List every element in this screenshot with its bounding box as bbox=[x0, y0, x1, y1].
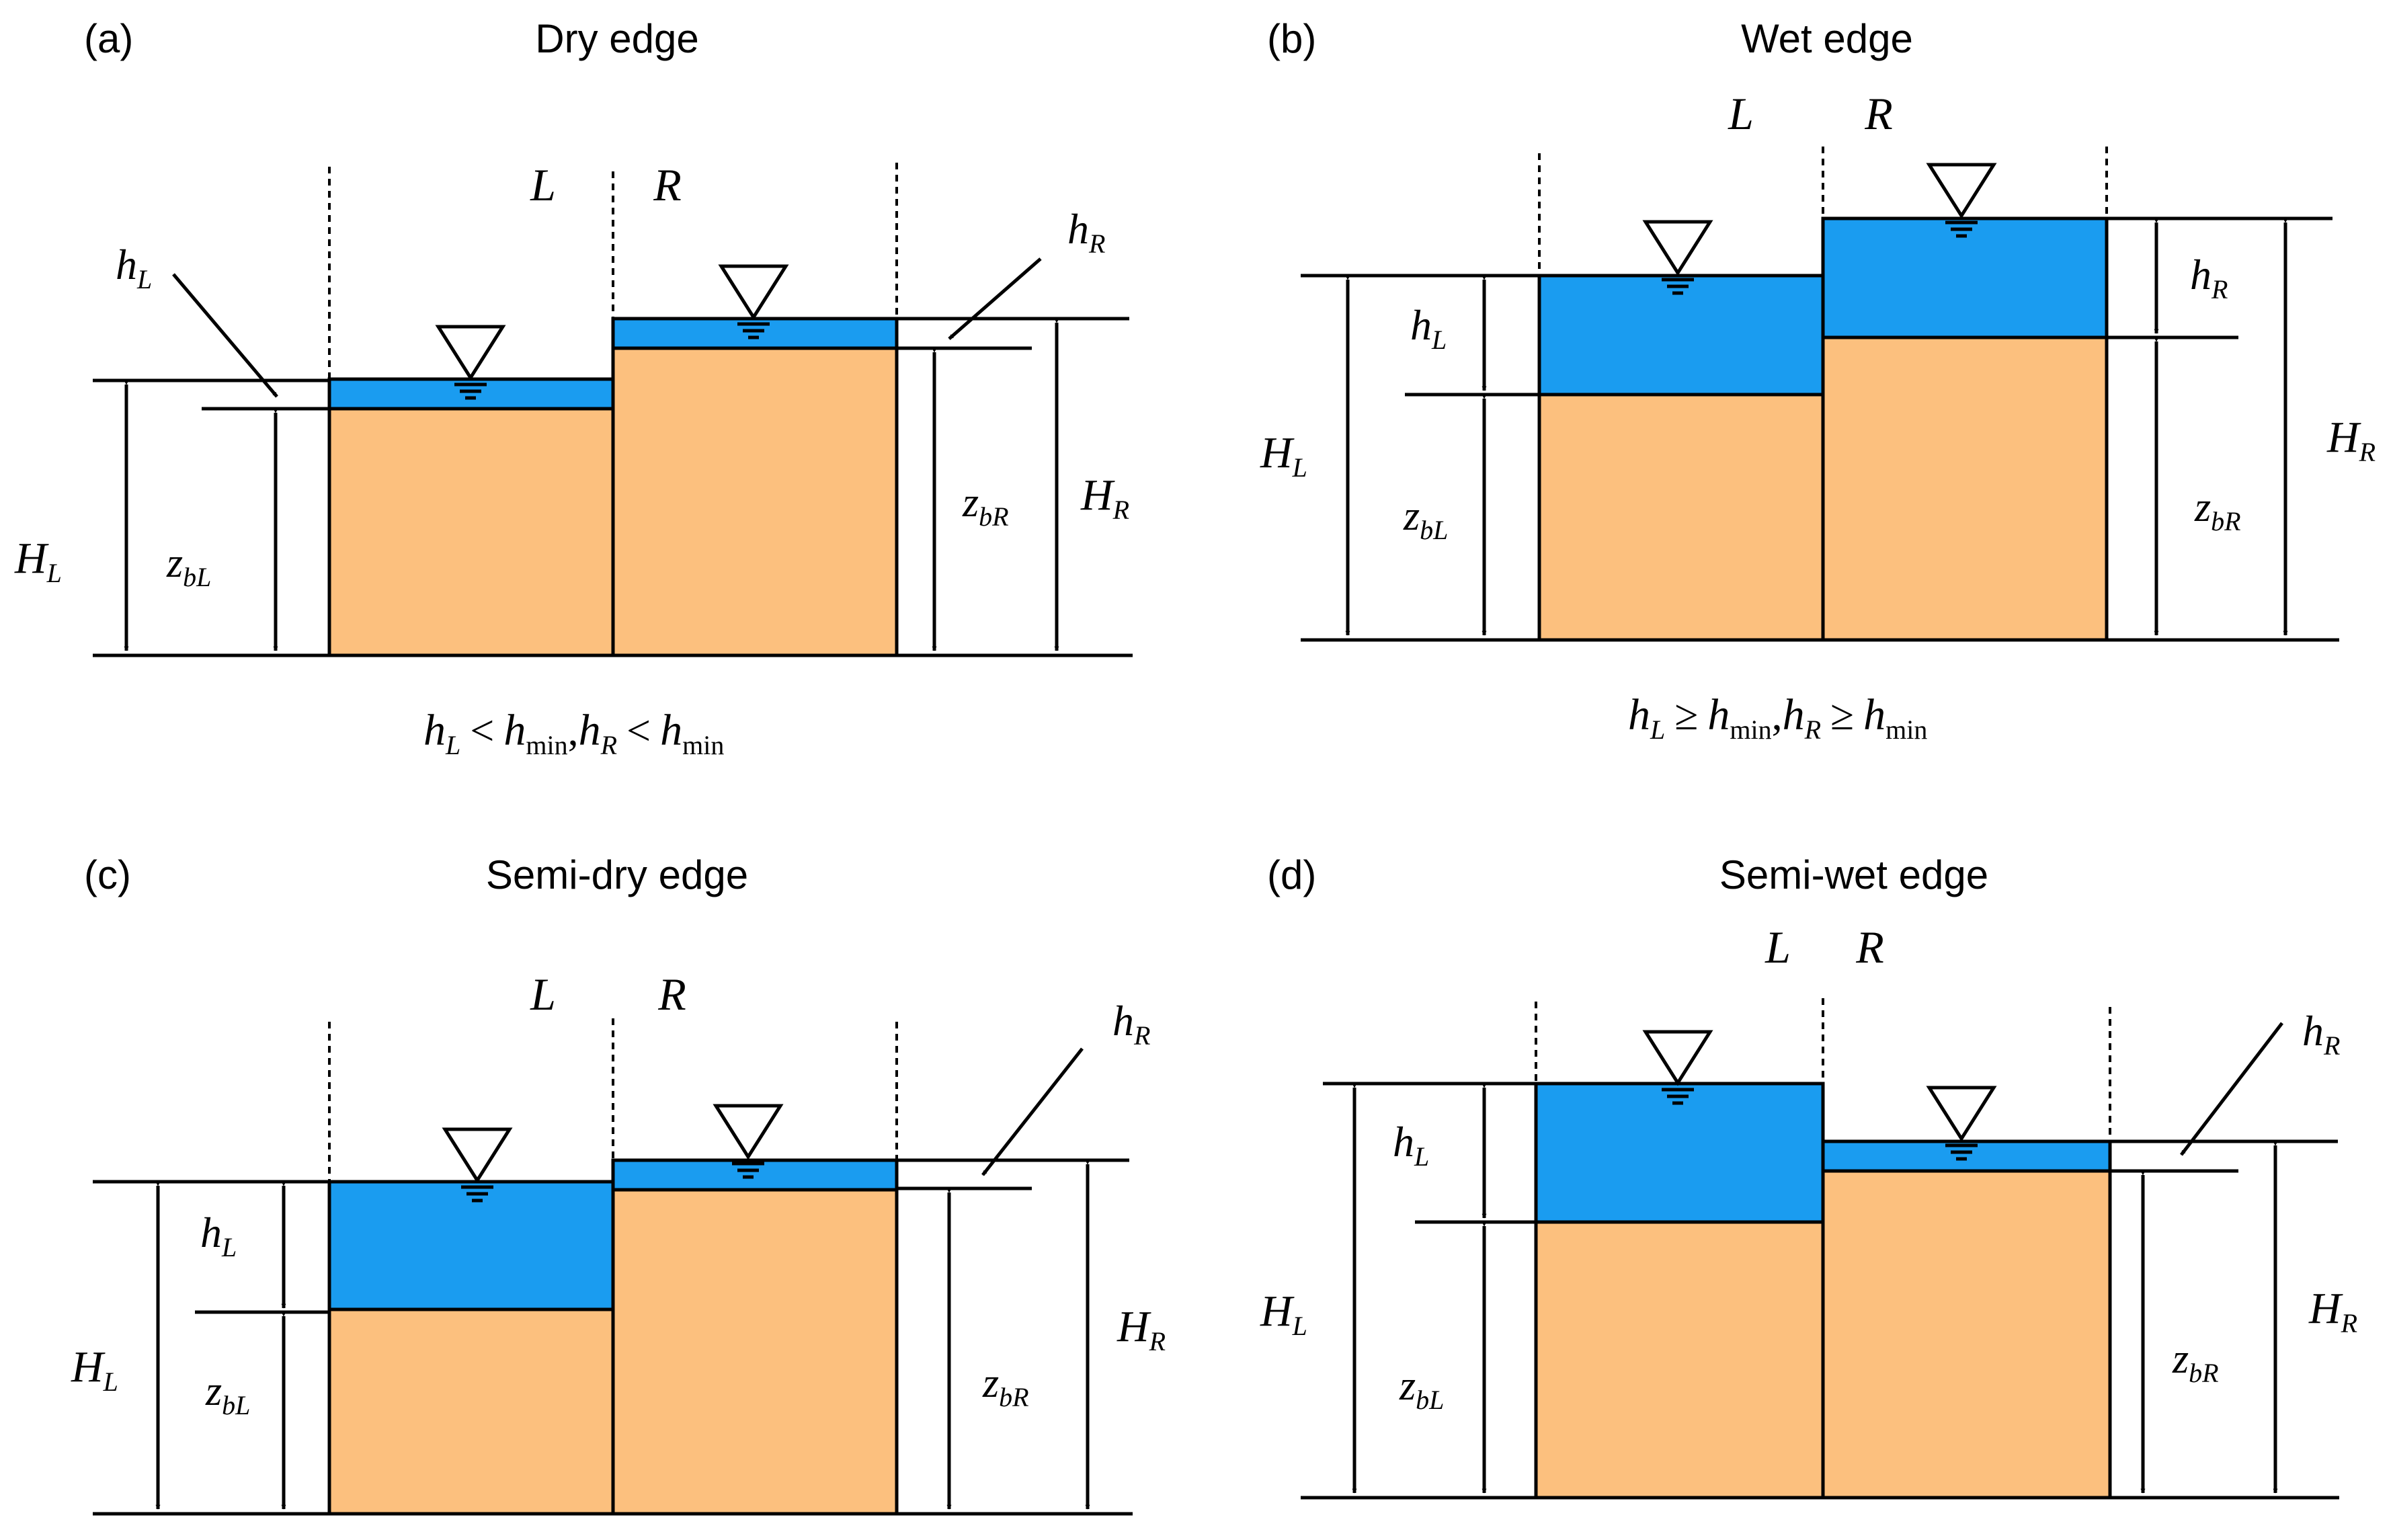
panel-c-reference-lines bbox=[93, 1158, 1133, 1516]
water-level-icon bbox=[442, 1127, 513, 1203]
panel-c-HL-label: HL bbox=[71, 1342, 118, 1397]
panel-c-zbL-label: zbL bbox=[205, 1369, 250, 1420]
panel-b-dimension-arrows bbox=[1345, 218, 2288, 636]
water-level-icon bbox=[1926, 163, 1997, 238]
panel-c-hR-pointer bbox=[981, 1047, 1084, 1176]
panel-a-cells bbox=[327, 317, 899, 657]
panel-d-left-bed bbox=[1534, 1220, 1825, 1500]
panel-c-cell-right-label: R bbox=[657, 969, 686, 1020]
panel-d-dimension-labels: hL hR HL zbL zbR HR bbox=[1260, 1007, 2357, 1415]
panel-a-zbL-label: zbL bbox=[166, 540, 211, 592]
panel-d-HR-label: HR bbox=[2308, 1284, 2357, 1338]
panel-d-left-water bbox=[1534, 1082, 1825, 1224]
water-level-icon bbox=[1642, 1030, 1713, 1105]
panel-d-cells bbox=[1534, 1082, 2112, 1500]
water-level-icon bbox=[718, 264, 789, 339]
panel-b: (b) Wet edge L R bbox=[1260, 16, 2376, 745]
panel-b-cell-boundaries bbox=[1538, 147, 2108, 276]
panel-b-title: Wet edge bbox=[1741, 16, 1913, 61]
panel-b-left-bed bbox=[1537, 393, 1825, 642]
panel-b-cell-left-label: L bbox=[1728, 88, 1754, 139]
panel-d-tag: (d) bbox=[1267, 852, 1316, 897]
panel-d-hR-pointer bbox=[2180, 1022, 2283, 1156]
panel-d-hL-label: hL bbox=[1393, 1118, 1429, 1172]
panel-b-cell-right-label: R bbox=[1864, 88, 1893, 139]
panel-b-zbR-label: zbR bbox=[2194, 485, 2241, 536]
panel-c-left-water bbox=[327, 1180, 615, 1311]
panel-c-hL-label: hL bbox=[200, 1209, 237, 1262]
panel-b-right-water bbox=[1821, 216, 2109, 339]
water-level-icon bbox=[1926, 1086, 1997, 1161]
panel-c-cells bbox=[327, 1158, 899, 1516]
panel-d-zbR-label: zbR bbox=[2172, 1336, 2219, 1388]
panel-a-cell-boundaries bbox=[328, 163, 898, 379]
panel-d-cell-left-label: L bbox=[1765, 922, 1791, 973]
panel-c-HR-label: HR bbox=[1117, 1302, 1166, 1356]
panel-c-zbR-label: zbR bbox=[982, 1361, 1029, 1412]
panel-a-dimension-labels: hL hR HL zbL zbR HR bbox=[14, 205, 1129, 592]
panel-c: (c) Semi-dry edge L R bbox=[71, 852, 1166, 1516]
panel-d: (d) Semi-wet edge L R bbox=[1260, 852, 2357, 1500]
panel-a-tag: (a) bbox=[84, 16, 133, 61]
panel-a-reference-lines bbox=[93, 317, 1133, 657]
panel-a-condition: hL<hmin,hR<hmin bbox=[423, 706, 724, 760]
panel-a-hL-pointer bbox=[172, 273, 278, 398]
panel-d-cell-labels: L R bbox=[1765, 922, 1884, 973]
panel-b-right-bed bbox=[1821, 335, 2109, 642]
panel-b-water-level-icons bbox=[1642, 163, 1997, 295]
panel-c-tag: (c) bbox=[84, 852, 131, 897]
panel-a-hR-label: hR bbox=[1067, 205, 1105, 259]
panel-b-HR-label: HR bbox=[2326, 413, 2376, 467]
panel-a-left-bed bbox=[327, 407, 615, 657]
panel-a-water-level-icons bbox=[435, 264, 789, 400]
panel-c-water-level-icons bbox=[442, 1104, 784, 1203]
panel-a-HL-label: HL bbox=[14, 534, 62, 588]
panel-a-hL-label: hL bbox=[116, 241, 152, 294]
panel-a-cell-left-label: L bbox=[530, 159, 556, 210]
panel-d-title: Semi-wet edge bbox=[1719, 852, 1988, 897]
panel-d-right-bed bbox=[1821, 1169, 2112, 1500]
panel-d-cell-boundaries bbox=[1535, 998, 2111, 1141]
panel-a: (a) Dry edge L R bbox=[14, 16, 1133, 760]
panel-b-cells bbox=[1537, 216, 2109, 642]
panel-c-cell-labels: L R bbox=[530, 969, 686, 1020]
panel-d-dimension-arrows bbox=[1352, 1022, 2283, 1494]
panel-a-right-bed bbox=[611, 346, 899, 657]
water-level-icon bbox=[1642, 220, 1713, 295]
panel-d-HL-label: HL bbox=[1260, 1287, 1307, 1341]
panel-b-tag: (b) bbox=[1267, 16, 1316, 61]
panel-d-water-level-icons bbox=[1642, 1030, 1997, 1161]
panel-b-HL-label: HL bbox=[1260, 428, 1307, 483]
panel-b-hR-label: hR bbox=[2190, 251, 2228, 305]
panel-a-cell-right-label: R bbox=[653, 159, 682, 210]
panel-c-dimension-arrows bbox=[155, 1047, 1090, 1510]
panel-b-reference-lines bbox=[1301, 216, 2339, 642]
panel-c-title: Semi-dry edge bbox=[486, 852, 748, 897]
panel-b-hL-label: hL bbox=[1410, 301, 1447, 355]
water-level-icon bbox=[435, 325, 506, 400]
panel-b-cell-labels: L R bbox=[1728, 88, 1893, 139]
panel-c-right-bed bbox=[611, 1188, 899, 1516]
panel-b-dimension-labels: hL hR HL zbL zbR HR bbox=[1260, 251, 2376, 545]
panel-d-zbL-label: zbL bbox=[1399, 1363, 1444, 1415]
panel-d-reference-lines bbox=[1301, 1082, 2339, 1500]
panel-a-title: Dry edge bbox=[535, 16, 698, 61]
water-level-icon bbox=[713, 1104, 784, 1179]
panel-c-left-bed bbox=[327, 1307, 615, 1516]
panel-b-zbL-label: zbL bbox=[1403, 493, 1448, 545]
panel-d-cell-right-label: R bbox=[1855, 922, 1884, 973]
panel-a-zbR-label: zbR bbox=[962, 480, 1009, 532]
panel-a-hR-pointer bbox=[948, 257, 1042, 340]
panel-b-condition: hL≥hmin,hR≥hmin bbox=[1628, 690, 1927, 745]
panel-c-cell-boundaries bbox=[328, 1018, 898, 1182]
panel-d-hR-label: hR bbox=[2302, 1007, 2340, 1061]
panel-c-cell-left-label: L bbox=[530, 969, 556, 1020]
panel-c-dimension-labels: hL hR HL zbL zbR HR bbox=[71, 997, 1166, 1420]
panel-c-hR-label: hR bbox=[1112, 997, 1150, 1051]
panel-a-cell-labels: L R bbox=[530, 159, 682, 210]
panel-a-dimension-arrows bbox=[124, 257, 1059, 651]
panel-a-HR-label: HR bbox=[1080, 471, 1129, 525]
